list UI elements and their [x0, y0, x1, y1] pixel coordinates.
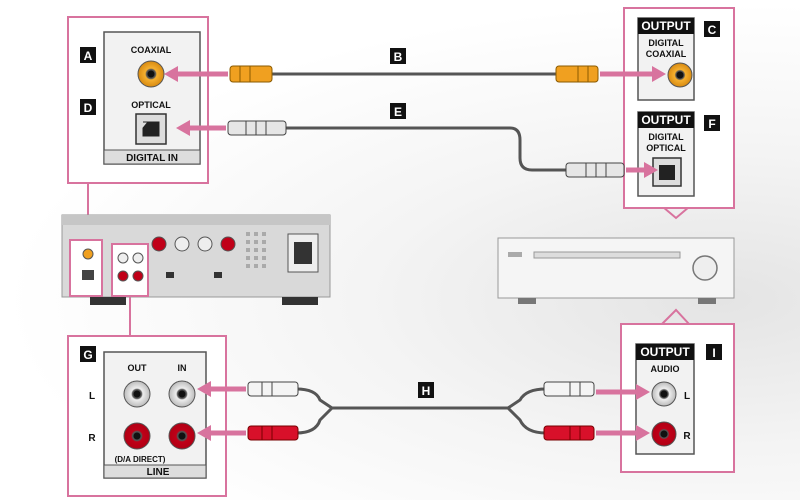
f-line2: OPTICAL	[646, 143, 686, 153]
g-out-label: OUT	[128, 363, 148, 373]
marker-b-text: B	[394, 50, 403, 64]
dac-rear-panel	[61, 214, 331, 305]
g-r-label: R	[88, 433, 96, 444]
marker-c-text: C	[708, 23, 717, 37]
c-line2: COAXIAL	[646, 49, 687, 59]
marker-b	[390, 48, 406, 64]
marker-h	[418, 382, 434, 398]
marker-a-text: A	[84, 49, 93, 63]
g-in-label: IN	[178, 363, 187, 373]
marker-e	[390, 103, 406, 119]
f-output-label: OUTPUT	[641, 113, 691, 127]
c-output-label: OUTPUT	[641, 19, 691, 33]
marker-i	[706, 344, 722, 360]
stereo-rca-cable	[197, 381, 650, 441]
g-dia-direct: (D/A DIRECT)	[115, 455, 166, 464]
marker-f	[704, 115, 720, 131]
marker-d	[80, 99, 96, 115]
marker-d-text: D	[84, 101, 93, 115]
coaxial-cable	[164, 65, 666, 83]
c-line1: DIGITAL	[648, 38, 684, 48]
source-unit	[497, 237, 735, 304]
f-line1: DIGITAL	[648, 132, 684, 142]
marker-g	[80, 346, 96, 362]
g-line-label: LINE	[147, 467, 170, 478]
marker-e-text: E	[394, 105, 402, 119]
digital-in-label: DIGITAL IN	[126, 153, 178, 164]
marker-a	[80, 47, 96, 63]
marker-h-text: H	[422, 384, 431, 398]
coaxial-label: COAXIAL	[131, 45, 172, 55]
marker-g-text: G	[83, 348, 92, 362]
g-l-label: L	[89, 391, 95, 402]
marker-i-text: I	[712, 346, 715, 360]
marker-c	[704, 21, 720, 37]
i-l-label: L	[684, 391, 690, 402]
optical-cable	[176, 120, 658, 178]
optical-label: OPTICAL	[131, 100, 171, 110]
i-audio-label: AUDIO	[651, 364, 680, 374]
i-output-label: OUTPUT	[640, 345, 690, 359]
marker-f-text: F	[708, 117, 715, 131]
i-r-label: R	[683, 431, 691, 442]
